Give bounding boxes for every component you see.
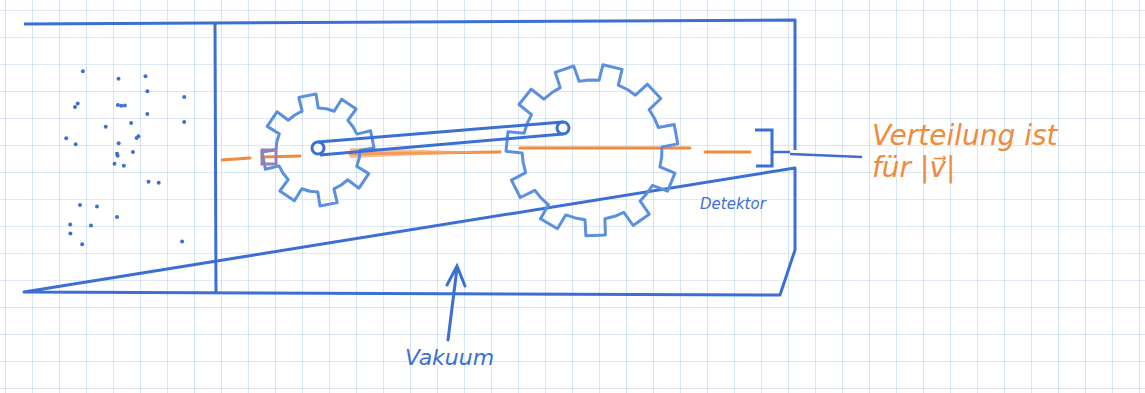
pointer-arrow xyxy=(447,266,465,340)
molecular-beam xyxy=(222,148,750,160)
slotted-disk xyxy=(506,65,678,236)
gas-particle xyxy=(74,142,78,146)
gas-particle xyxy=(145,89,149,93)
gas-particle xyxy=(182,120,186,124)
shaft xyxy=(318,122,563,155)
axle xyxy=(312,142,324,154)
vacuum-label: Vakuum xyxy=(405,345,494,370)
gas-particle xyxy=(89,224,93,228)
gas-particle xyxy=(182,95,186,99)
vacuum-housing xyxy=(24,20,795,295)
gas-particle xyxy=(80,242,84,246)
gas-particle xyxy=(76,101,80,105)
gas-particle xyxy=(68,231,72,235)
detector-symbol xyxy=(755,130,772,166)
gas-particle xyxy=(129,121,133,125)
gas-particle xyxy=(157,181,161,185)
gas-particle xyxy=(180,239,184,243)
signal-wire xyxy=(772,152,862,157)
gas-particle xyxy=(95,205,99,209)
gas-particle xyxy=(117,77,121,81)
gas-particle xyxy=(131,150,135,154)
gas-particle xyxy=(115,152,119,156)
gas-particle xyxy=(136,134,140,138)
gas-particle xyxy=(123,104,127,108)
gas-particle xyxy=(116,103,120,107)
gas-particle xyxy=(68,223,72,227)
oven-wall xyxy=(215,24,216,292)
slit xyxy=(262,150,276,164)
gas-particle xyxy=(113,162,117,166)
gas-particle xyxy=(117,141,121,145)
gas-particle xyxy=(81,69,85,73)
gas-particle xyxy=(104,125,108,129)
gas-particles xyxy=(64,69,186,246)
axle xyxy=(557,122,569,134)
gas-particle xyxy=(78,203,82,207)
gas-particle xyxy=(115,215,119,219)
gas-particle xyxy=(73,105,77,109)
gas-particle xyxy=(145,112,149,116)
gas-particle xyxy=(122,164,126,168)
gas-particle xyxy=(147,180,151,184)
gas-particle xyxy=(119,104,123,108)
gas-particle xyxy=(64,136,68,140)
detector-label: Detektor xyxy=(700,196,766,213)
gas-particle xyxy=(144,74,148,78)
slotted-disk xyxy=(262,94,374,206)
distribution-note: Verteilung ist für |v⃗| xyxy=(872,120,1077,184)
